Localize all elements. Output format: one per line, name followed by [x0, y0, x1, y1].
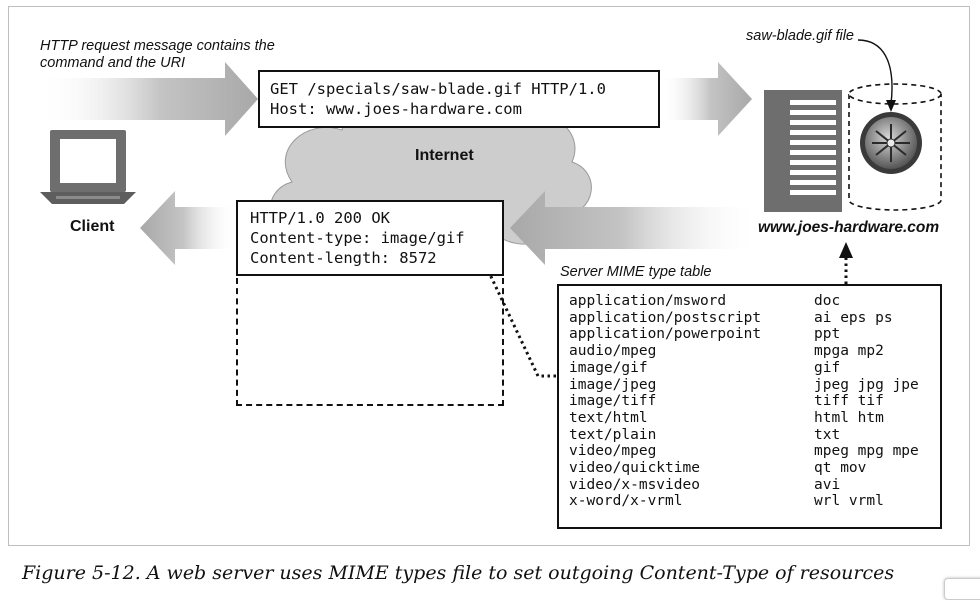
mime-type-cell: video/mpeg	[569, 443, 657, 460]
mime-type-cell: application/powerpoint	[569, 326, 762, 343]
table-row: video/quicktime qt mov	[569, 460, 940, 477]
server-icon	[764, 90, 842, 212]
internet-label: Internet	[415, 147, 474, 164]
saw-blade-icon	[860, 112, 922, 174]
request-arrow-right	[660, 62, 752, 136]
table-row: image/tiff tiff tif	[569, 393, 940, 410]
client-label: Client	[70, 218, 115, 235]
mime-ext-cell: qt mov	[814, 460, 867, 477]
figure-caption: Figure 5-12. A web server uses MIME type…	[22, 562, 895, 584]
table-row: text/plain txt	[569, 427, 940, 444]
mime-ext-cell: mpga mp2	[814, 343, 884, 360]
table-row: audio/mpeg mpga mp2	[569, 343, 940, 360]
mime-type-cell: x-word/x-vrml	[569, 493, 683, 510]
table-row: application/powerpoint ppt	[569, 326, 940, 343]
table-row: text/html html htm	[569, 410, 940, 427]
corner-widget[interactable]	[944, 578, 980, 600]
mime-ext-cell: jpeg jpg jpe	[814, 376, 919, 393]
request-line: GET /specials/saw-blade.gif HTTP/1.0	[270, 80, 606, 98]
mime-ext-cell: mpeg mpg mpe	[814, 443, 919, 460]
mime-ext-cell: ai eps ps	[814, 309, 893, 326]
mime-ext-cell: tiff tif	[814, 393, 884, 410]
table-row: video/x-msvideo avi	[569, 477, 940, 494]
mime-type-cell: image/jpeg	[569, 376, 657, 393]
mime-type-cell: text/html	[569, 409, 648, 426]
file-pointer-arrow	[857, 39, 896, 112]
mime-type-cell: application/postscript	[569, 309, 762, 326]
response-arrow-right	[510, 191, 760, 265]
request-host-header: Host: www.joes-hardware.com	[270, 100, 522, 118]
table-row: application/msword doc	[569, 293, 940, 310]
mime-type-cell: text/plain	[569, 426, 657, 443]
mime-type-table: application/msword doc application/postsc…	[557, 284, 942, 529]
mime-ext-cell: doc	[814, 293, 841, 309]
mime-type-cell: audio/mpeg	[569, 343, 657, 360]
mime-lookup-arrow	[839, 242, 853, 284]
figure-frame	[8, 6, 970, 546]
mime-ext-cell: wrl vrml	[814, 493, 884, 510]
request-note: HTTP request message contains the comman…	[40, 38, 275, 71]
mime-type-cell: application/msword	[569, 293, 727, 309]
response-content-length-header: Content-length: 8572	[250, 249, 437, 267]
mime-type-cell: video/quicktime	[569, 460, 700, 477]
response-content-type-header: Content-type: image/gif	[250, 229, 465, 247]
mime-ext-cell: txt	[814, 426, 841, 443]
mime-ext-cell: html htm	[814, 409, 884, 426]
table-row: application/postscript ai eps ps	[569, 310, 940, 327]
response-body-placeholder	[236, 278, 504, 406]
mime-table-title: Server MIME type table	[560, 264, 712, 280]
response-arrow-left	[140, 191, 236, 265]
response-status-line: HTTP/1.0 200 OK	[250, 209, 390, 227]
mime-type-cell: image/gif	[569, 359, 648, 376]
file-label: saw-blade.gif file	[746, 28, 854, 44]
mime-ext-cell: avi	[814, 476, 841, 493]
table-row: image/gif gif	[569, 360, 940, 377]
mime-ext-cell: gif	[814, 359, 841, 376]
mime-ext-cell: ppt	[814, 326, 841, 343]
mime-type-cell: video/x-msvideo	[569, 476, 700, 493]
table-row: image/jpeg jpeg jpg jpe	[569, 377, 940, 394]
mime-type-cell: image/tiff	[569, 393, 657, 410]
table-row: x-word/x-vrml wrl vrml	[569, 493, 940, 510]
request-arrow-left	[40, 62, 258, 136]
table-row: video/mpeg mpeg mpg mpe	[569, 443, 940, 460]
computer-icon	[40, 130, 136, 204]
server-name-label: www.joes-hardware.com	[758, 219, 940, 236]
